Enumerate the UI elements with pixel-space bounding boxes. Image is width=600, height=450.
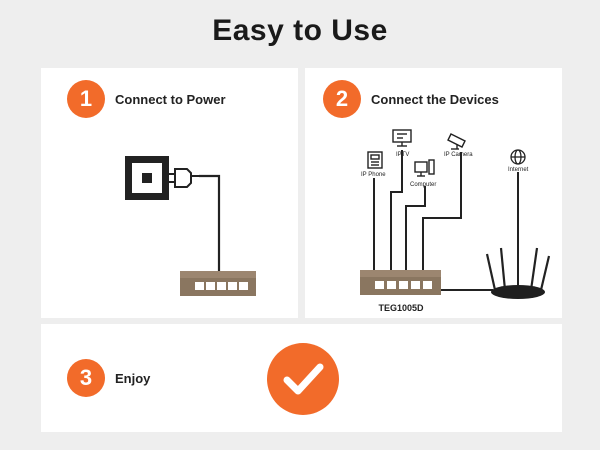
router-icon — [485, 247, 551, 299]
devices-illustration: IP Phone IPTV Computer IP Camera — [360, 129, 551, 313]
ip-camera-label: IP Camera — [444, 152, 473, 158]
network-switch-icon — [180, 271, 256, 296]
cable-lines — [373, 150, 519, 291]
iptv-label: IPTV — [396, 152, 409, 158]
step-2-panel: 2 Connect the Devices IP Phone I — [305, 68, 562, 318]
internet-label: Internet — [508, 167, 529, 173]
power-socket-icon — [125, 156, 169, 200]
network-switch-icon — [360, 270, 441, 295]
step-1-panel: 1 Connect to Power — [41, 68, 298, 318]
computer-icon — [414, 159, 435, 177]
step-3-panel: 3 Enjoy — [41, 324, 562, 432]
step-1-number: 1 — [67, 80, 105, 118]
ip-camera-icon — [447, 133, 466, 150]
step-3-header: 3 Enjoy — [67, 359, 150, 397]
step-3-number: 3 — [67, 359, 105, 397]
page-title: Easy to Use — [212, 14, 388, 47]
power-plug-icon — [169, 168, 221, 276]
computer-label: Computer — [410, 182, 436, 188]
step-1-label: Connect to Power — [115, 91, 226, 107]
step-2-label: Connect the Devices — [371, 91, 499, 107]
ip-phone-icon — [367, 151, 383, 169]
step-1-header: 1 Connect to Power — [67, 80, 226, 118]
power-illustration — [125, 156, 256, 296]
step-2-header: 2 Connect the Devices — [323, 80, 499, 118]
checkmark-icon — [267, 343, 339, 415]
step-2-number: 2 — [323, 80, 361, 118]
step-3-label: Enjoy — [115, 370, 151, 386]
switch-model-label: TEG1005D — [378, 303, 424, 313]
iptv-icon — [392, 129, 412, 147]
globe-icon — [510, 149, 526, 165]
ip-phone-label: IP Phone — [361, 172, 386, 178]
